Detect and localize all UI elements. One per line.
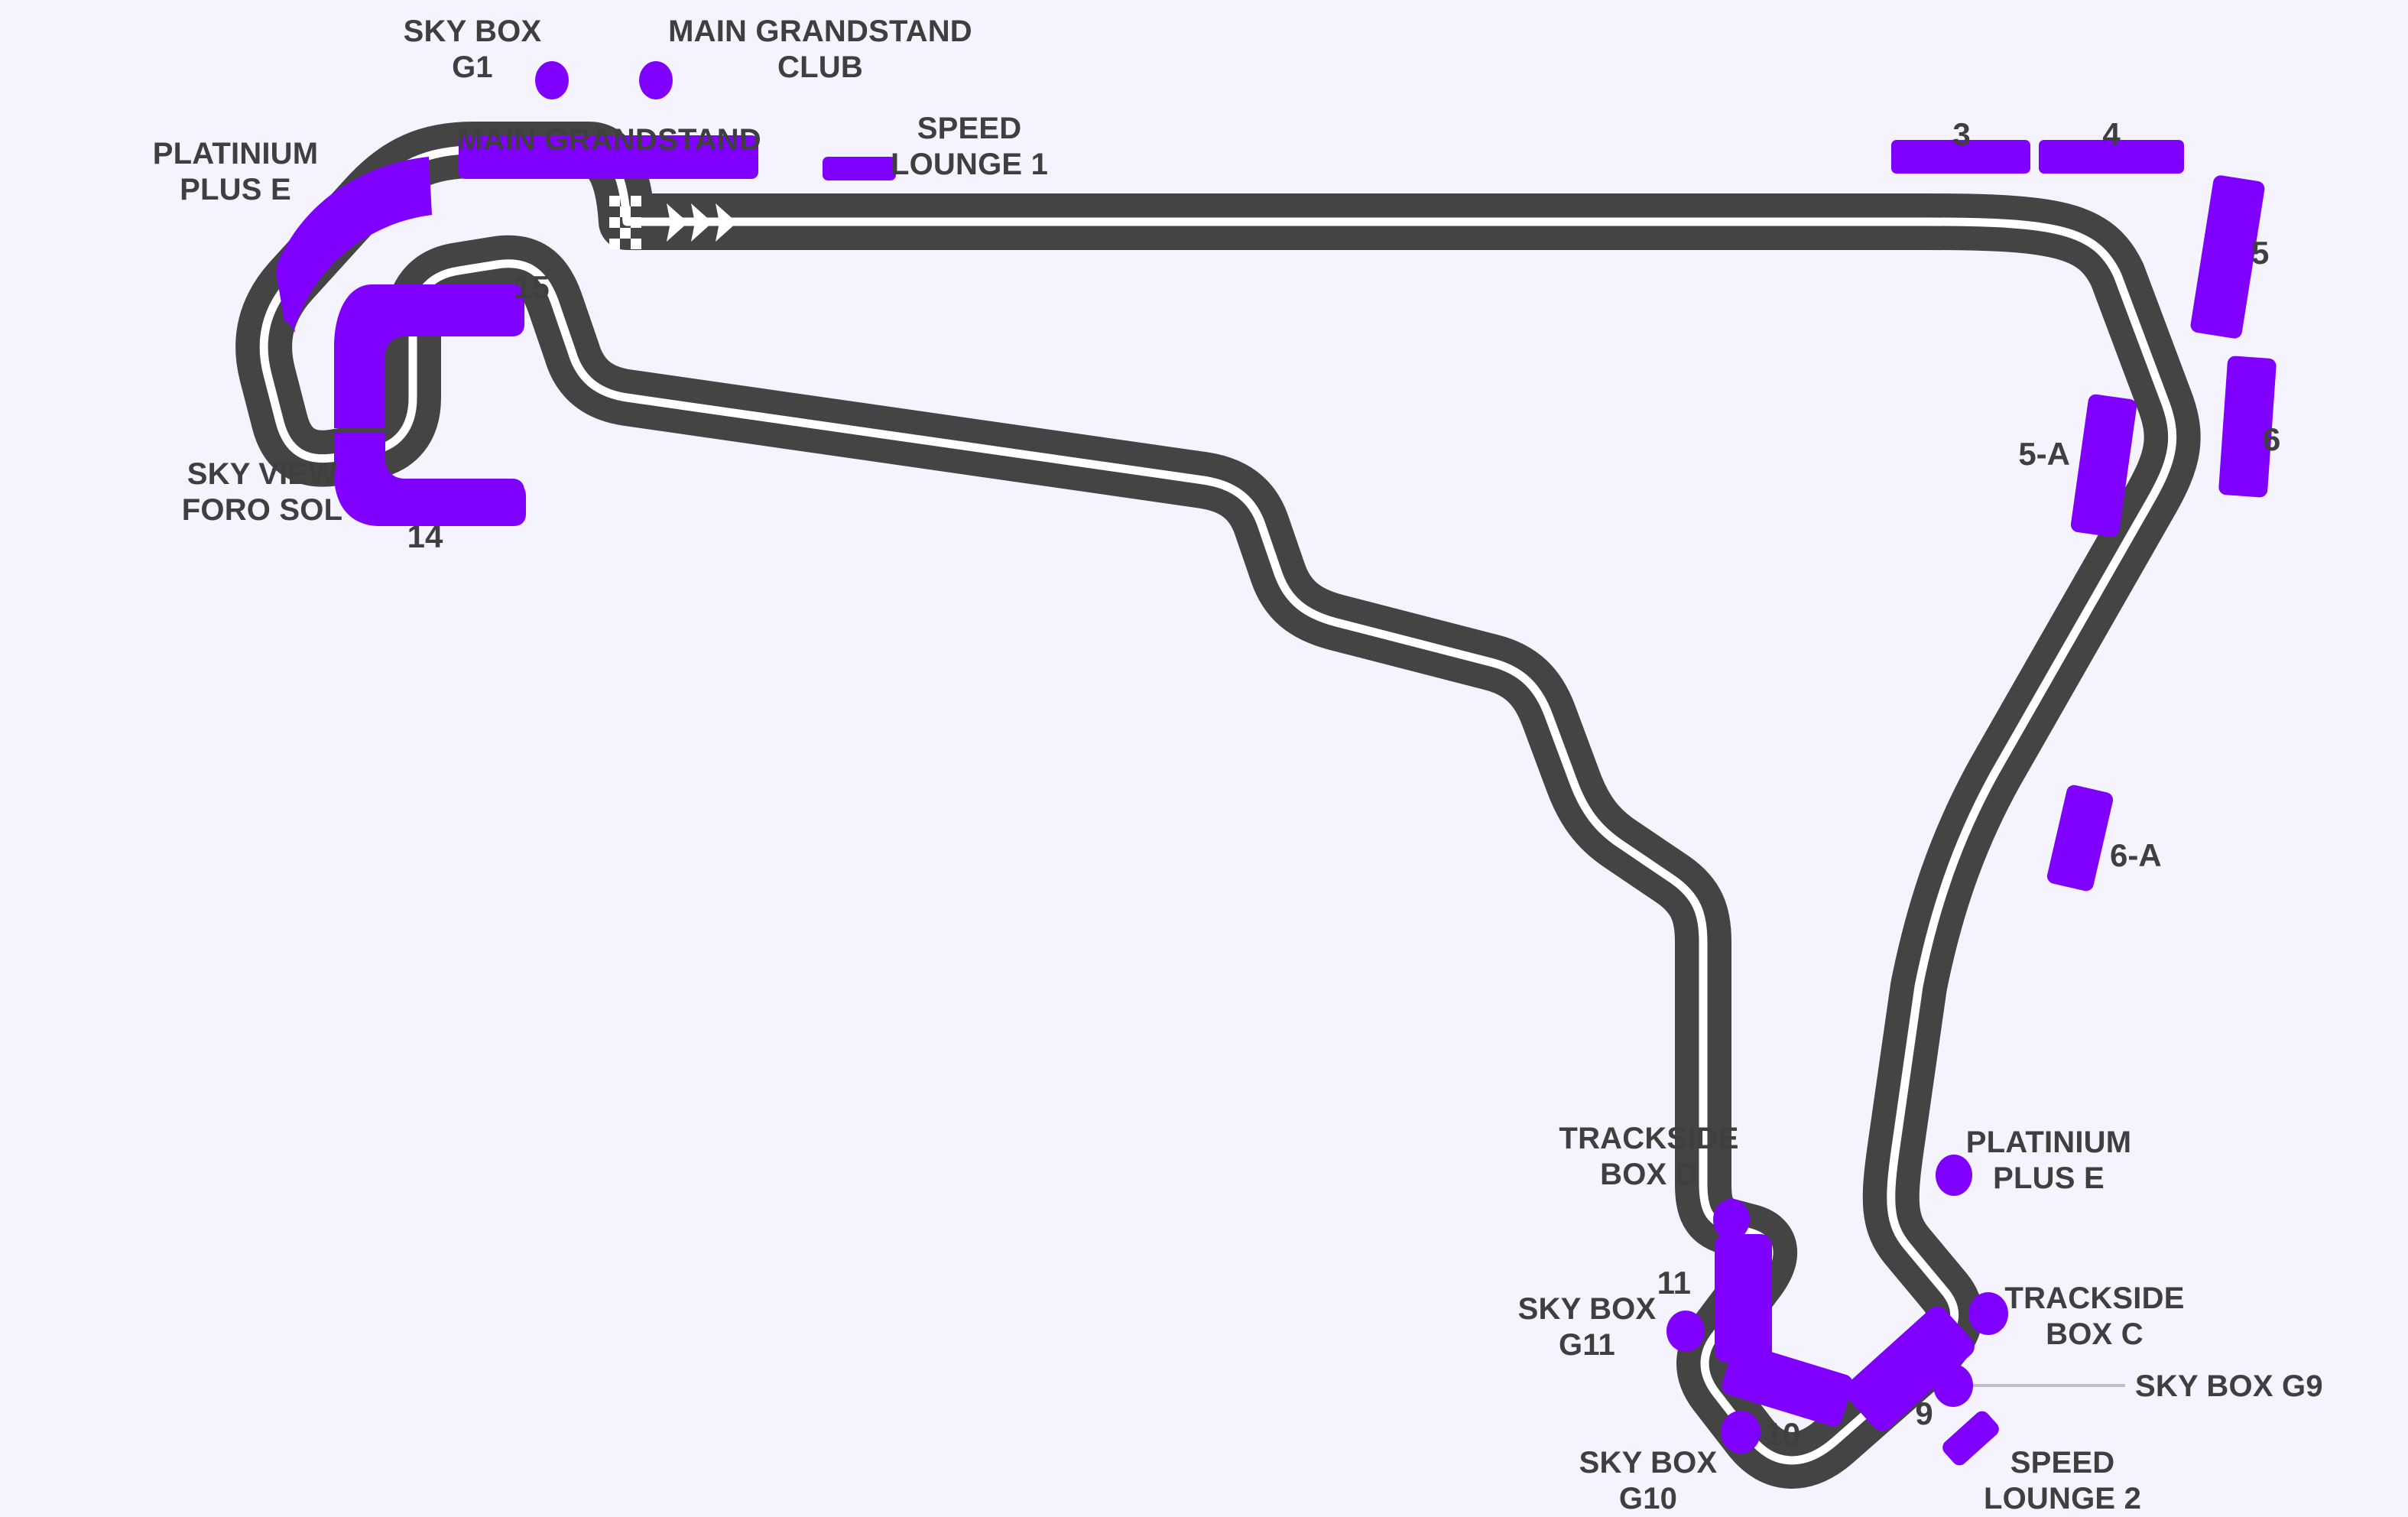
dot-trackside-box-c[interactable] <box>1968 1292 2008 1335</box>
grandstand-4[interactable] <box>2039 140 2184 174</box>
dot-sky-box-g1[interactable] <box>535 61 569 99</box>
grandstand-speed-lounge-1[interactable] <box>823 157 896 180</box>
grandstand-main[interactable] <box>459 135 758 179</box>
dot-main-grandstand-club[interactable] <box>639 61 673 99</box>
track-centerline <box>259 145 2177 1465</box>
grandstand-turn-14[interactable] <box>334 432 526 526</box>
grandstand-6[interactable] <box>2218 356 2277 498</box>
grandstand-speed-lounge-2[interactable] <box>1939 1408 2002 1468</box>
grandstand-11[interactable] <box>1715 1234 1772 1363</box>
dot-trackside-box-d[interactable] <box>1713 1199 1750 1240</box>
dot-sky-view-foro-sol[interactable] <box>339 460 375 499</box>
seating-dots <box>339 61 2008 1454</box>
grandstand-blocks <box>276 135 2277 1468</box>
direction-arrows-icon <box>667 203 737 242</box>
race-track <box>235 122 2201 1489</box>
grandstand-platinium-plus-e[interactable] <box>276 157 432 324</box>
grandstand-3[interactable] <box>1891 140 2030 174</box>
dot-sky-box-g9[interactable] <box>1933 1364 1973 1407</box>
dot-sky-box-g11[interactable] <box>1666 1311 1705 1352</box>
grandstand-5[interactable] <box>2189 174 2266 339</box>
start-finish-checkered-flag <box>609 196 641 249</box>
track-asphalt <box>235 122 2201 1489</box>
grandstand-5a[interactable] <box>2070 393 2138 538</box>
dot-sky-box-g10[interactable] <box>1721 1411 1761 1454</box>
grandstand-6a[interactable] <box>2046 784 2114 893</box>
dot-platinium-plus-e-bottom[interactable] <box>1936 1155 1972 1196</box>
grandstand-turn-15[interactable] <box>334 284 524 428</box>
grandstand-10[interactable] <box>1719 1341 1855 1429</box>
grandstand-9[interactable] <box>1840 1302 1978 1436</box>
start-finish-line <box>609 196 737 249</box>
